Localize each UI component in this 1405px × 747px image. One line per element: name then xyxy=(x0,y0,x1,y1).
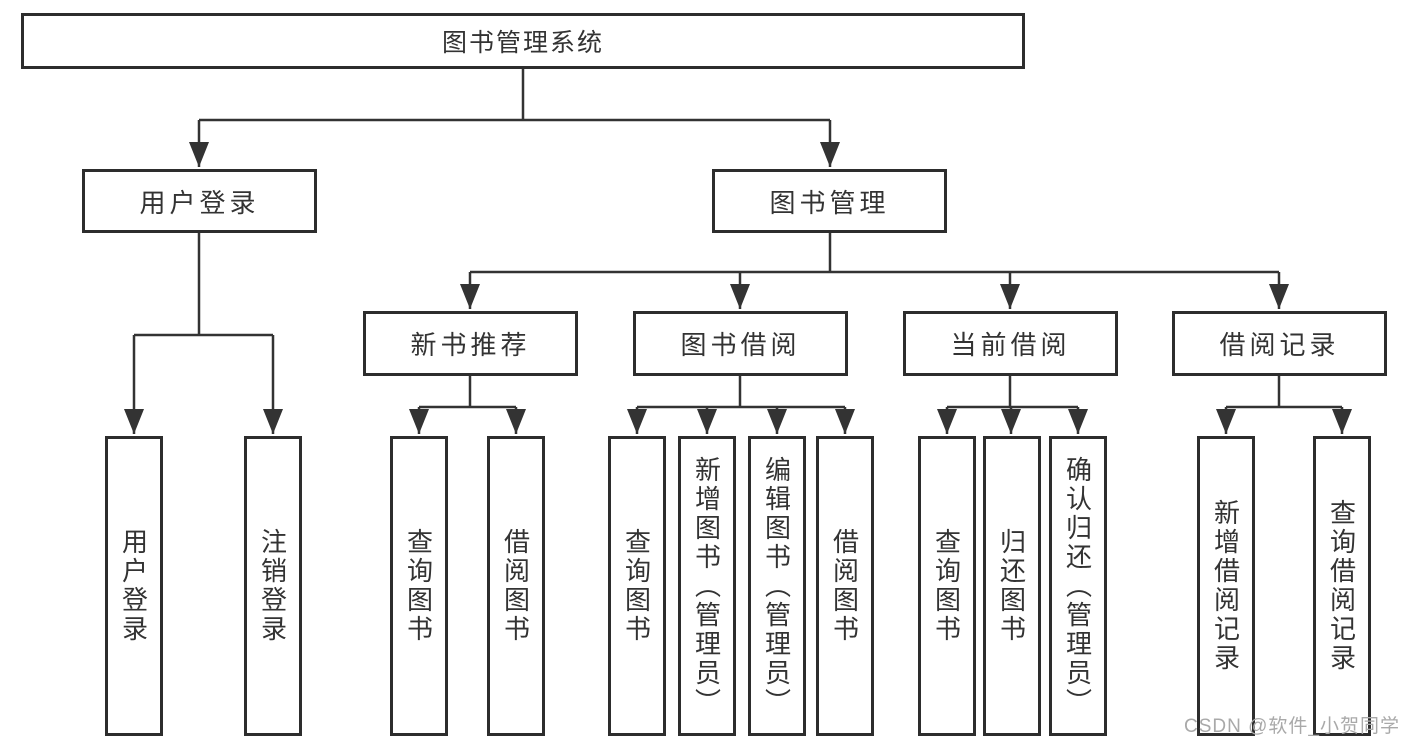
leaf-logout: 注销登录 xyxy=(244,436,302,736)
connector-root xyxy=(189,69,840,167)
node-library-management-system: 图书管理系统 xyxy=(21,13,1025,69)
leaf-query-books-3: 查询图书 xyxy=(918,436,976,736)
leaf-query-books-2: 查询图书 xyxy=(608,436,666,736)
leaf-borrow-books-2: 借阅图书 xyxy=(816,436,874,736)
leaf-borrow-books-1: 借阅图书 xyxy=(487,436,545,736)
leaf-confirm-return-admin: 确认归还（管理员） xyxy=(1049,436,1107,736)
connector-book-management xyxy=(460,233,1289,309)
connector-book-borrow xyxy=(627,376,855,434)
node-current-borrow: 当前借阅 xyxy=(903,311,1118,376)
connector-borrow-record xyxy=(1216,376,1352,434)
connector-current-borrow xyxy=(937,376,1088,434)
connector-user-login xyxy=(124,233,283,434)
leaf-edit-books-admin: 编辑图书（管理员） xyxy=(748,436,806,736)
node-borrow-record: 借阅记录 xyxy=(1172,311,1387,376)
connector-new-book-recommend xyxy=(409,376,526,434)
leaf-query-books-1: 查询图书 xyxy=(390,436,448,736)
node-book-management: 图书管理 xyxy=(712,169,947,233)
leaf-add-books-admin: 新增图书（管理员） xyxy=(678,436,736,736)
csdn-watermark: CSDN @软件_小贺同学 xyxy=(1184,716,1400,737)
node-user-login: 用户登录 xyxy=(82,169,317,233)
leaf-return-books: 归还图书 xyxy=(983,436,1041,736)
node-book-borrow: 图书借阅 xyxy=(633,311,848,376)
leaf-add-borrow-record: 新增借阅记录 xyxy=(1197,436,1255,736)
node-new-book-recommend: 新书推荐 xyxy=(363,311,578,376)
leaf-user-login: 用户登录 xyxy=(105,436,163,736)
leaf-query-borrow-record: 查询借阅记录 xyxy=(1313,436,1371,736)
